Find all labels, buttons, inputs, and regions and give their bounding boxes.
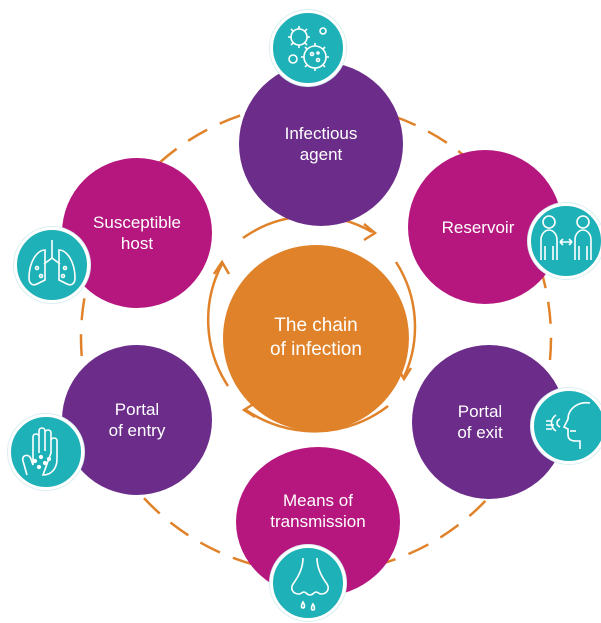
node-label: Means of transmission: [270, 491, 366, 531]
node-label: Portal of exit: [457, 402, 503, 442]
hand-germs-icon: [8, 414, 84, 490]
lungs-icon: [14, 227, 90, 303]
cycle-arrow-bottom: [245, 405, 389, 433]
cycle-arrow-right: [394, 261, 417, 378]
cough-icon: [531, 388, 601, 464]
node-label: Infectious agent: [284, 124, 358, 164]
node-label: Susceptible host: [93, 213, 181, 253]
cycle-arrow-left: [206, 263, 230, 387]
virus-icon: [270, 10, 346, 86]
node-infectious-agent: Infectious agent: [239, 62, 403, 226]
node-label: Portal of entry: [108, 400, 166, 440]
center-node: The chain of infection: [223, 245, 409, 431]
people-distance-icon: [528, 203, 601, 279]
cycle-arrows: [206, 214, 417, 433]
center-label: The chain of infection: [270, 315, 362, 360]
node-susceptible-host: Susceptible host: [62, 158, 212, 308]
nose-drip-icon: [270, 545, 346, 621]
node-portal-of-entry: Portal of entry: [62, 345, 212, 495]
node-label: Reservoir: [441, 217, 515, 237]
